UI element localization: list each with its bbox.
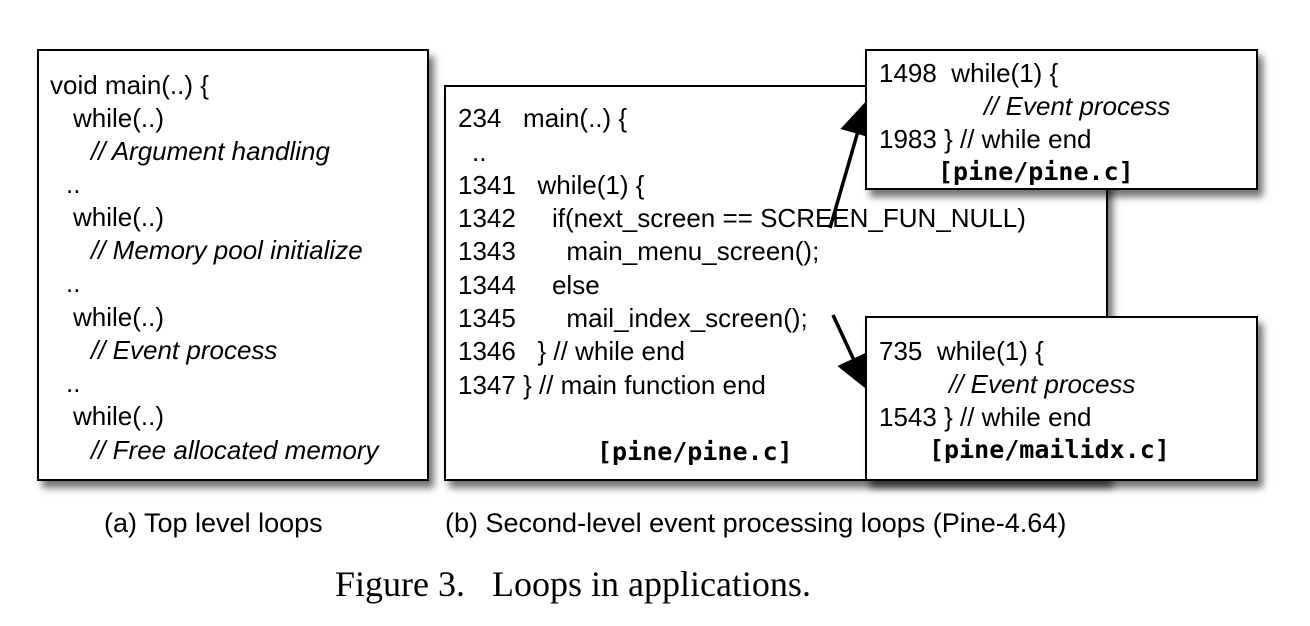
arrow-to-mail-index-loop [831,314,870,391]
panel-b-line: 1343 main_menu_screen(); [458,236,820,266]
mailidx-file-label: [pine/mailidx.c] [929,435,1170,464]
panel-a-code-box: void main(..) { while(..) // Argument ha… [37,49,429,481]
panel-b-line: 1344 else [458,270,600,300]
panel-b-line: 1347 } // main function end [458,370,766,400]
panel-a-comment: // Event process [91,335,278,365]
loop-comment: // Event process [949,369,1136,399]
panel-b-caption: (b) Second-level event processing loops … [445,508,1067,538]
panel-b-line: 1346 } // while end [458,336,685,366]
loop-line: 1983 } // while end [879,124,1092,154]
panel-a-line: while(..) [73,202,165,232]
loop-line: 735 while(1) { [879,336,1044,366]
panel-a-comment: // Free allocated memory [91,435,379,465]
panel-b-line: 1342 if(next_screen == SCREEN_FUN_NULL) [458,203,1026,233]
pine-c-loop-box: 1498 while(1) { // Event process 1983 } … [865,49,1258,190]
panel-a-line: void main(..) { [50,70,209,100]
panel-a-line: .. [66,368,81,398]
loop-line: 1498 while(1) { [879,58,1059,88]
panel-a-line: .. [66,268,81,298]
panel-b-line: 234 main(..) { [458,103,628,133]
panel-a-line: while(..) [73,401,165,431]
panel-a-line: while(..) [73,302,165,332]
panel-a-line: while(..) [73,103,165,133]
panel-b-line: 1341 while(1) { [458,170,645,200]
loop-line: 1543 } // while end [879,402,1092,432]
panel-a-comment: // Memory pool initialize [91,235,363,265]
panel-a-caption: (a) Top level loops [104,508,323,538]
pine-c-file-label: [pine/pine.c] [938,157,1134,186]
panel-a-line: .. [66,169,81,199]
panel-b-line: 1345 mail_index_screen(); [458,303,808,333]
panel-a-comment: // Argument handling [91,136,330,166]
panel-b-line: .. [472,137,487,167]
arrow-to-main-menu-loop [828,100,875,229]
panel-b-file-label: [pine/pine.c] [597,437,793,466]
mailidx-loop-box: 735 while(1) { // Event process 1543 } /… [865,316,1258,481]
figure-caption: Figure 3. Loops in applications. [335,564,811,604]
loop-comment: // Event process [984,91,1171,121]
